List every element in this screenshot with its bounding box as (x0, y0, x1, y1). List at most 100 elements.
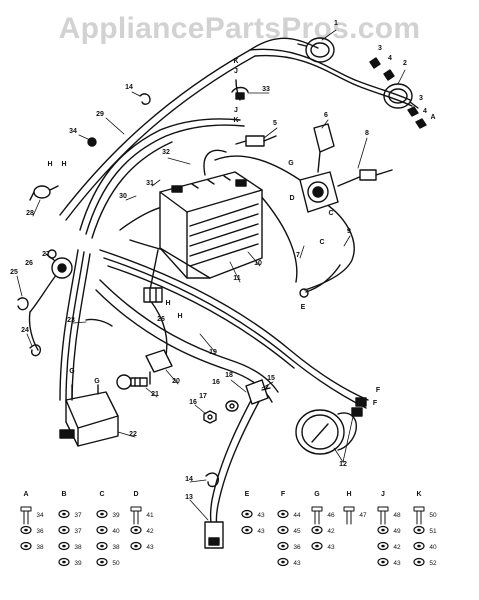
hardware-part-number: 47 (359, 512, 367, 519)
callout-label: 21 (151, 391, 159, 398)
callout-label: 14 (185, 476, 193, 483)
nut-16 (203, 410, 217, 424)
hardware-kit-letter: C (99, 491, 104, 498)
callout-label: 3 (419, 95, 423, 102)
callout-label: 7 (296, 252, 300, 259)
hardware-part-number: 43 (327, 544, 335, 551)
hardware-part-number: 42 (146, 528, 154, 535)
bolt-head-icon (343, 506, 355, 512)
callout-label: G (288, 160, 294, 167)
plug-13 (204, 521, 224, 549)
washer-hole-icon (381, 528, 385, 532)
hardware-part-number: 50 (429, 512, 437, 519)
hardware-legend: A343638B37373839C39403850D414243E4343F44… (20, 491, 437, 567)
callout-label: 24 (21, 327, 29, 334)
washer-hole-icon (417, 544, 421, 548)
clip-24 (29, 344, 42, 357)
washer-hole-icon (62, 544, 66, 548)
hour-meter-12 (295, 409, 357, 455)
washer-hole-icon (417, 560, 421, 564)
callout-label: 25 (10, 269, 18, 276)
washer-hole-icon (281, 544, 285, 548)
callout-label: D (289, 195, 294, 202)
callout-label: 26 (25, 260, 33, 267)
bolt-shank-icon (133, 510, 139, 525)
terminal-f (351, 397, 367, 417)
bolt-shank-icon (380, 510, 386, 525)
callout-label: 30 (119, 193, 127, 200)
washer-hole-icon (134, 544, 138, 548)
callout-label: 10 (254, 260, 262, 267)
bolt-head-icon (130, 506, 142, 512)
washer-hole-icon (315, 528, 319, 532)
hardware-part-number: 43 (293, 560, 301, 567)
washer-hole-icon (381, 560, 385, 564)
callout-label: 3 (378, 45, 382, 52)
callout-label: C (319, 239, 324, 246)
hardware-part-number: 52 (429, 560, 437, 567)
callout-label: H (177, 313, 182, 320)
hardware-kit-letter: B (61, 491, 66, 498)
callout-label: 19 (209, 349, 217, 356)
hardware-part-number: 43 (257, 528, 265, 535)
callout-label: G (94, 378, 100, 385)
washer-hole-icon (281, 528, 285, 532)
callout-label: 4 (423, 108, 427, 115)
hardware-part-number: 39 (112, 512, 120, 519)
hardware-part-number: 48 (393, 512, 401, 519)
callout-label: 14 (125, 84, 133, 91)
hardware-kit-h: H47 (343, 491, 367, 525)
hardware-kit-letter: E (245, 491, 250, 498)
hardware-part-number: 38 (112, 544, 120, 551)
hardware-kit-e: E 43 43 (241, 491, 265, 535)
hardware-part-number: 42 (393, 544, 401, 551)
callout-label: J (234, 107, 238, 114)
bolt-shank-icon (346, 510, 352, 525)
hardware-part-number: 36 (36, 528, 44, 535)
callout-label: J (234, 68, 238, 75)
callout-label: 27 (42, 251, 50, 258)
light-switch-28 (29, 185, 59, 201)
hardware-part-number: 38 (74, 544, 82, 551)
washer-hole-icon (100, 528, 104, 532)
hardware-part-number: 43 (146, 544, 154, 551)
connector-26-h (143, 287, 163, 303)
hardware-part-number: 38 (36, 544, 44, 551)
hardware-part-number: 50 (112, 560, 120, 567)
hardware-part-number: 42 (327, 528, 335, 535)
callout-label: 26 (157, 316, 165, 323)
washer-hole-icon (100, 512, 104, 516)
washer-hole-icon (100, 560, 104, 564)
callout-label: 20 (172, 378, 180, 385)
bolt-head-icon (413, 506, 425, 512)
bulb-connectors (369, 57, 427, 129)
callout-label: 8 (365, 130, 369, 137)
callout-label: 13 (185, 494, 193, 501)
washer-hole-icon (281, 512, 285, 516)
callout-label: 4 (388, 55, 392, 62)
solenoid-cap-6 (313, 123, 335, 173)
callout-label: 29 (96, 111, 104, 118)
bolt-head-icon (377, 506, 389, 512)
hardware-kit-letter: G (314, 491, 320, 498)
hardware-part-number: 36 (293, 544, 301, 551)
hardware-kit-letter: D (133, 491, 138, 498)
washer-hole-icon (62, 512, 66, 516)
hardware-part-number: 43 (257, 512, 265, 519)
callout-label: K (233, 58, 238, 65)
callout-label: 16 (189, 399, 197, 406)
callout-label: 32 (162, 149, 170, 156)
hardware-part-number: 37 (74, 512, 82, 519)
washer-hole-icon (281, 560, 285, 564)
switch-15 (245, 379, 271, 405)
callout-label: A (430, 114, 435, 121)
callout-label: H (61, 161, 66, 168)
hardware-part-number: 39 (74, 560, 82, 567)
